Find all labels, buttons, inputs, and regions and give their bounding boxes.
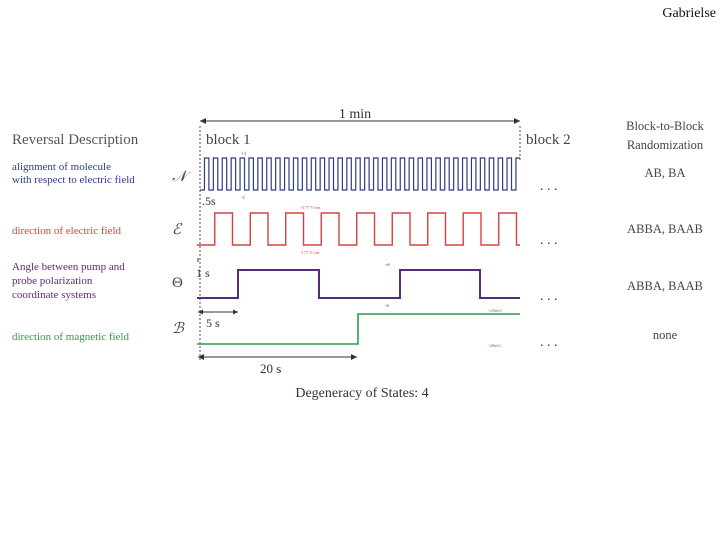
row-e-symbol: ℰ xyxy=(172,222,183,238)
row-n-bottom-annotation: -1 xyxy=(241,196,246,201)
row-b-randomization: none xyxy=(653,328,678,342)
row-b-continuation: . . . xyxy=(540,335,558,350)
row-n-randomization: AB, BA xyxy=(645,166,686,180)
row-theta-waveform xyxy=(197,269,520,299)
row-e-top-annotation: +177 V/cm xyxy=(300,205,321,210)
row-n-label-line1: alignment of molecule xyxy=(12,161,111,173)
row-b-symbol: ℬ xyxy=(172,321,185,337)
row-b-period-arrow-right-head xyxy=(351,354,357,360)
row-theta-continuation: . . . xyxy=(540,289,558,304)
block2-label: block 2 xyxy=(526,132,571,148)
row-theta-period-arrow-right-head xyxy=(233,309,238,315)
row-b-label: direction of magnetic field xyxy=(12,331,129,343)
duration-label: 1 min xyxy=(339,107,371,122)
duration-arrow-right-head xyxy=(514,118,520,124)
row-n-top-annotation: +1 xyxy=(241,152,247,157)
row-b-bottom-annotation: -20mG xyxy=(488,343,501,348)
row-e-period-label: 1 s xyxy=(196,266,210,280)
row-b-period-arrow-left-head xyxy=(198,354,204,360)
row-e-continuation: . . . xyxy=(540,233,558,248)
row-theta-bottom-annotation: -θ xyxy=(385,303,389,308)
row-theta-label-line3: coordinate systems xyxy=(12,289,96,301)
row-e-waveform xyxy=(197,212,520,246)
row-e-bottom-annotation: -177 V/cm xyxy=(300,250,320,255)
row-e-label: direction of electric field xyxy=(12,225,122,237)
duration-arrow-left-head xyxy=(200,118,206,124)
row-theta-label-line2: probe polarization xyxy=(12,275,93,287)
degeneracy-label: Degeneracy of States: 4 xyxy=(295,386,428,401)
row-n-continuation: . . . xyxy=(540,179,558,194)
row-theta-period-arrow-left-head xyxy=(198,309,203,315)
row-theta-period-label: 5 s xyxy=(206,316,220,330)
reversal-description-heading: Reversal Description xyxy=(12,132,139,148)
row-n-period-label: .5s xyxy=(202,194,216,208)
row-n-symbol: 𝒩 xyxy=(172,169,191,185)
row-b-top-annotation: +20mG xyxy=(488,308,503,313)
row-e-randomization: ABBA, BAAB xyxy=(627,222,703,236)
row-n-label-line2: with respect to electric field xyxy=(12,174,135,186)
row-theta-label-line1: Angle between pump and xyxy=(12,261,125,273)
row-theta-symbol: Θ xyxy=(172,275,183,291)
randomization-heading-line2: Randomization xyxy=(627,138,704,152)
row-b-period-label: 20 s xyxy=(260,361,281,376)
row-n-waveform xyxy=(200,157,520,191)
row-b-waveform xyxy=(197,313,520,345)
randomization-heading-line1: Block-to-Block xyxy=(626,119,705,133)
row-theta-top-annotation: +θ xyxy=(385,262,390,267)
block1-label: block 1 xyxy=(206,132,251,148)
author-name: Gabrielse xyxy=(662,6,716,21)
row-theta-randomization: ABBA, BAAB xyxy=(627,279,703,293)
